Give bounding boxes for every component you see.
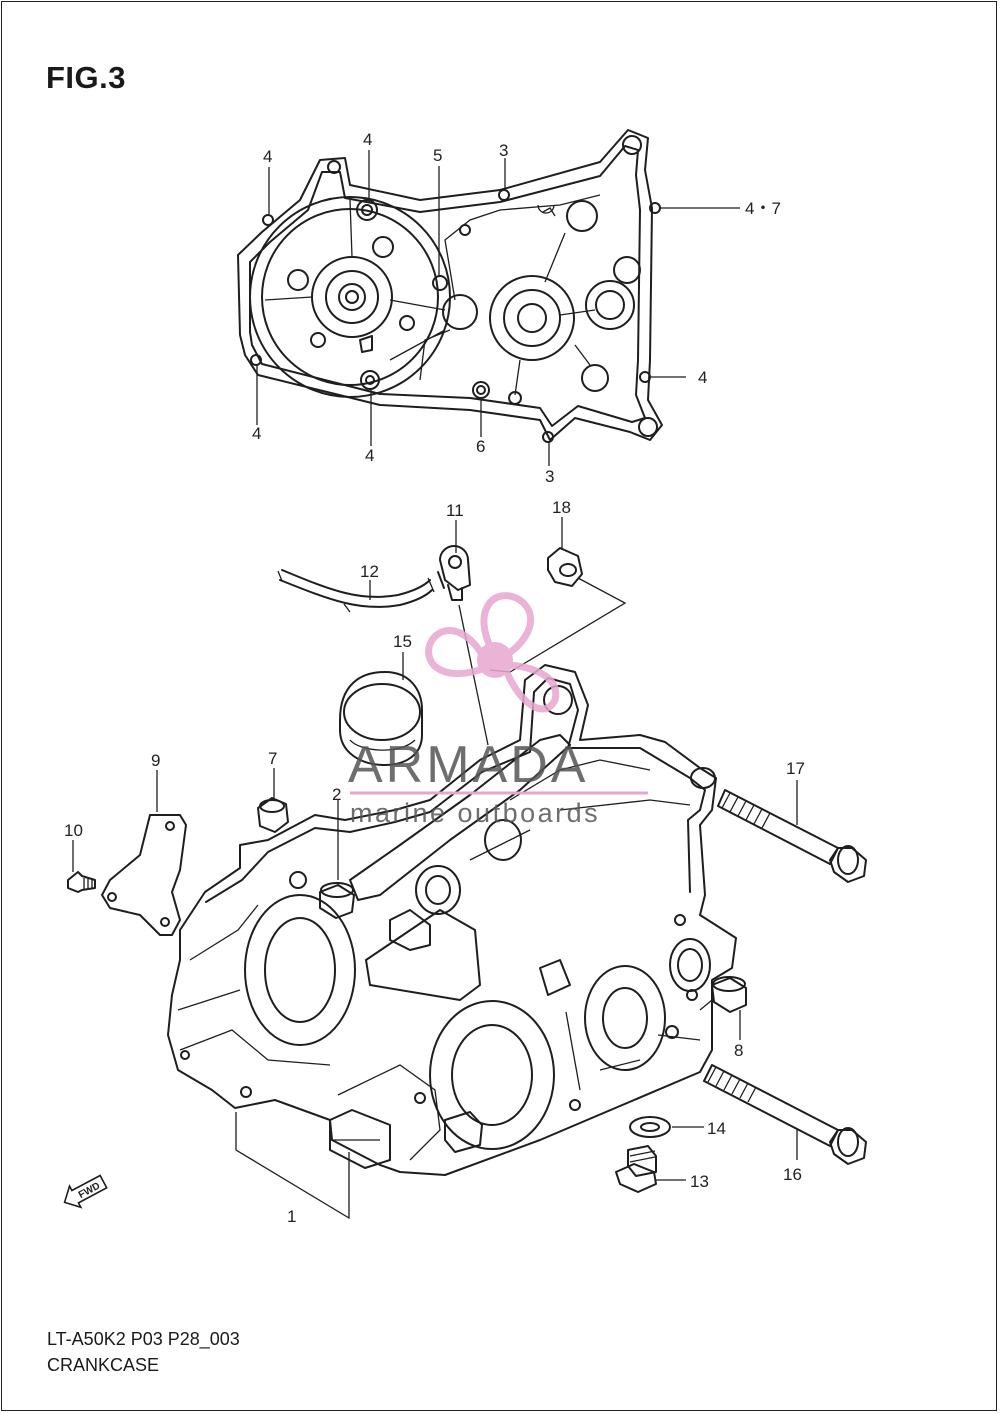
long-bolt-upper[interactable]	[717, 789, 867, 883]
breather-union[interactable]	[437, 545, 471, 601]
callout-2: 2	[332, 785, 341, 804]
crankcase-gasket[interactable]	[237, 129, 663, 443]
callout-3: 3	[499, 141, 508, 160]
bracket-plate[interactable]	[101, 814, 187, 936]
callout-4: 4	[252, 424, 261, 443]
crankshaft-bearing[interactable]	[339, 671, 423, 766]
callout-13: 13	[690, 1172, 709, 1191]
crankcase[interactable]	[167, 664, 737, 1176]
callout-6: 6	[476, 437, 485, 456]
callout-labels: 4 4 5 3 4・7 4 4 4 6 3 11 18 12 15 9 7 2 …	[64, 130, 805, 1226]
callout-17: 17	[786, 759, 805, 778]
dowel-pin[interactable]	[257, 797, 289, 833]
callout-4: 4	[263, 147, 272, 166]
breather-plate[interactable]	[349, 734, 571, 901]
forward-arrow-icon	[63, 1174, 108, 1209]
callout-5: 5	[433, 146, 442, 165]
washer[interactable]	[629, 1116, 671, 1138]
figure-code: LT-A50K2 P03 P28_003	[47, 1329, 240, 1349]
callout-16: 16	[783, 1165, 802, 1184]
dowel-sleeve[interactable]	[711, 976, 747, 1013]
drain-plug[interactable]	[615, 1145, 657, 1193]
callout-14: 14	[707, 1119, 726, 1138]
long-bolt-lower[interactable]	[703, 1064, 867, 1165]
callout-8: 8	[734, 1041, 743, 1060]
callout-15: 15	[393, 632, 412, 651]
fwd-direction-badge: FWD	[63, 1174, 108, 1209]
figure-name: CRANKCASE	[47, 1355, 160, 1375]
callout-18: 18	[552, 498, 571, 517]
callout-12: 12	[360, 562, 379, 581]
callout-9: 9	[151, 751, 160, 770]
figure-title: FIG.3	[46, 60, 127, 95]
callout-11: 11	[446, 501, 464, 520]
watermark: ARMADA marine outboards	[348, 592, 648, 828]
callout-4: 4	[365, 446, 374, 465]
callout-4-7: 4・7	[745, 199, 781, 218]
callout-3: 3	[545, 467, 554, 486]
watermark-tagline: marine outboards	[350, 798, 600, 828]
callout-7: 7	[268, 749, 277, 768]
callout-10: 10	[64, 821, 83, 840]
screw[interactable]	[67, 871, 96, 893]
nut[interactable]	[547, 547, 583, 587]
watermark-brand: ARMADA	[348, 736, 588, 794]
fwd-label: FWD	[77, 1181, 102, 1201]
callout-1: 1	[287, 1207, 296, 1226]
propeller-logo-icon	[425, 592, 560, 713]
breather-hose[interactable]	[277, 569, 435, 613]
callout-4: 4	[698, 368, 707, 387]
callout-4: 4	[363, 130, 372, 149]
